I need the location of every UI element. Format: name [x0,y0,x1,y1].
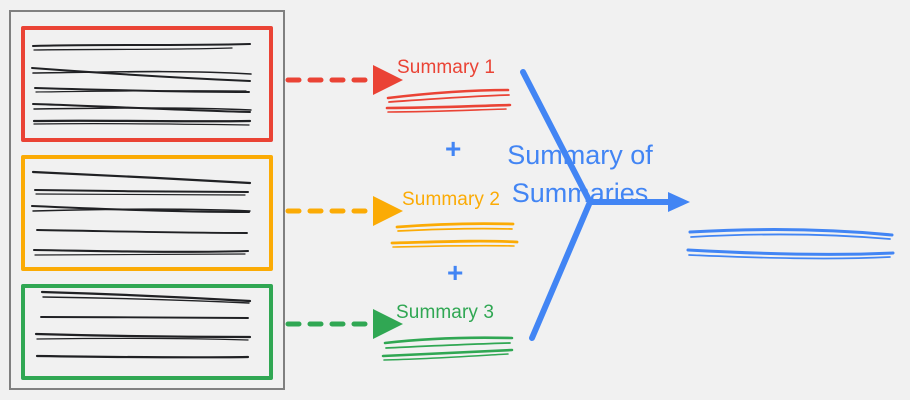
final-summary-underlines [686,228,895,260]
final-summary-title-line2: Summaries [511,178,649,208]
summary-3-label: Summary 3 [396,302,495,323]
summary-1-label: Summary 1 [397,57,496,78]
summary-2-underlines [390,222,519,248]
document-lines-green [34,290,252,359]
document-group-red[interactable] [21,26,273,142]
summary-2-label: Summary 2 [402,189,501,210]
merge-connector [520,69,675,341]
merge-arrowhead [668,192,690,212]
plus-operator-1: + [445,133,462,164]
summary-3-underlines [381,336,514,361]
final-summary-title-line1: Summary of [507,140,653,170]
document-group-orange[interactable] [21,155,273,271]
plus-operator-2: + [447,257,464,288]
summary-1-underlines [385,88,512,113]
document-group-green[interactable] [21,284,273,380]
document-lines-orange [30,170,252,256]
document-lines-red [31,42,252,126]
